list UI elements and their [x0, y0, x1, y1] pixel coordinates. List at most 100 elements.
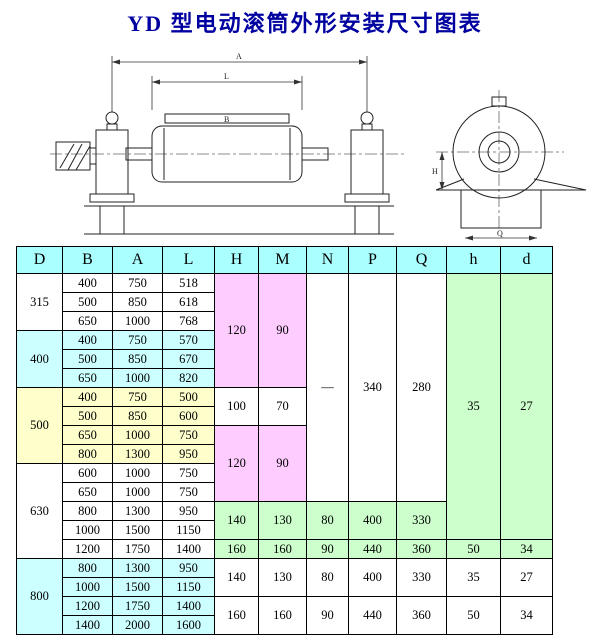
- table-cell: 650: [62, 311, 113, 331]
- table-cell: 800: [62, 558, 113, 578]
- table-cell: —: [306, 273, 349, 502]
- table-cell: 820: [162, 368, 215, 388]
- base-frame: [84, 205, 394, 235]
- table-cell: 500: [62, 292, 113, 312]
- table-cell: 160: [214, 539, 259, 559]
- table-cell: 500: [62, 406, 113, 426]
- column-header-d: d: [500, 246, 553, 274]
- table-cell: 1300: [112, 444, 163, 464]
- table-cell: 1500: [112, 520, 163, 540]
- column-header-P: P: [348, 246, 397, 274]
- table-cell: 600: [162, 406, 215, 426]
- table-cell: 1000: [62, 520, 113, 540]
- table-cell: 750: [112, 330, 163, 350]
- side-view-dimensions: [111, 56, 368, 112]
- column-header-H: H: [214, 246, 259, 274]
- table-cell: 1000: [112, 463, 163, 483]
- table-cell: 140: [214, 501, 259, 540]
- table-cell: 400: [62, 273, 113, 293]
- table-cell: 35: [446, 273, 501, 540]
- table-cell: 130: [258, 501, 307, 540]
- table-cell: 670: [162, 349, 215, 369]
- table-cell: 400: [62, 330, 113, 350]
- table-cell: 340: [348, 273, 397, 502]
- table-cell: 500: [162, 387, 215, 407]
- top-plug: [491, 96, 507, 107]
- table-cell: 34: [500, 539, 553, 559]
- table-cell: 650: [62, 482, 113, 502]
- table-cell: 1150: [162, 520, 215, 540]
- table-cell: 90: [306, 596, 349, 635]
- table-cell: 90: [258, 425, 307, 502]
- table-cell: 50: [446, 596, 501, 635]
- table-cell: 400: [62, 387, 113, 407]
- table-cell: 1000: [112, 425, 163, 445]
- table-cell: 100: [214, 387, 259, 426]
- left-bearing-support: [89, 111, 135, 203]
- table-cell: 160: [258, 596, 307, 635]
- table-cell: 140: [214, 558, 259, 597]
- table-cell: 70: [258, 387, 307, 426]
- table-cell: 34: [500, 596, 553, 635]
- table-cell: 80: [306, 558, 349, 597]
- table-cell: 1150: [162, 577, 215, 597]
- column-header-L: L: [162, 246, 215, 274]
- table-cell: 160: [214, 596, 259, 635]
- table-cell: 400: [348, 558, 397, 597]
- dim-label-A: A: [236, 52, 242, 61]
- side-view-drawing: [50, 111, 404, 235]
- torque-arm-bracket: [55, 141, 96, 171]
- mounting-base: [460, 189, 542, 229]
- table-cell: 1000: [112, 311, 163, 331]
- page-title: YD 型电动滚筒外形安装尺寸图表: [127, 11, 483, 36]
- table-cell: 650: [62, 425, 113, 445]
- table-cell: 570: [162, 330, 215, 350]
- column-header-Q: Q: [396, 246, 447, 274]
- dim-label-H: H: [432, 167, 438, 176]
- table-header-row: D B A L H M N P Q h d: [16, 246, 553, 274]
- table-cell: 90: [306, 539, 349, 559]
- end-view-dimensions: [439, 152, 537, 241]
- table-cell: 360: [396, 539, 447, 559]
- drawing-svg: A L B H Q: [50, 52, 587, 241]
- table-cell: 27: [500, 273, 553, 540]
- table-cell: 440: [348, 539, 397, 559]
- table-cell: 800: [62, 444, 113, 464]
- table-cell: 600: [62, 463, 113, 483]
- table-cell: 950: [162, 444, 215, 464]
- table-cell: 400: [348, 501, 397, 540]
- table-cell: 80: [306, 501, 349, 540]
- table-cell: 35: [446, 558, 501, 597]
- table-cell: 280: [396, 273, 447, 502]
- table-cell: 120: [214, 273, 259, 388]
- table-cell: 330: [396, 558, 447, 597]
- table-cell: 500: [16, 387, 63, 464]
- left-shaft: [125, 147, 153, 161]
- table-cell: 1400: [162, 596, 215, 616]
- table-cell: 160: [258, 539, 307, 559]
- table-cell: 518: [162, 273, 215, 293]
- right-bearing-support: [344, 111, 390, 203]
- table-cell: 800: [62, 501, 113, 521]
- table-cell: 750: [162, 463, 215, 483]
- table-cell: 750: [162, 482, 215, 502]
- table-cell: 360: [396, 596, 447, 635]
- table-cell: 850: [112, 406, 163, 426]
- right-shaft: [301, 147, 329, 161]
- technical-drawing: A L B H Q: [12, 48, 598, 244]
- table-cell: 768: [162, 311, 215, 331]
- table-cell: 400: [16, 330, 63, 388]
